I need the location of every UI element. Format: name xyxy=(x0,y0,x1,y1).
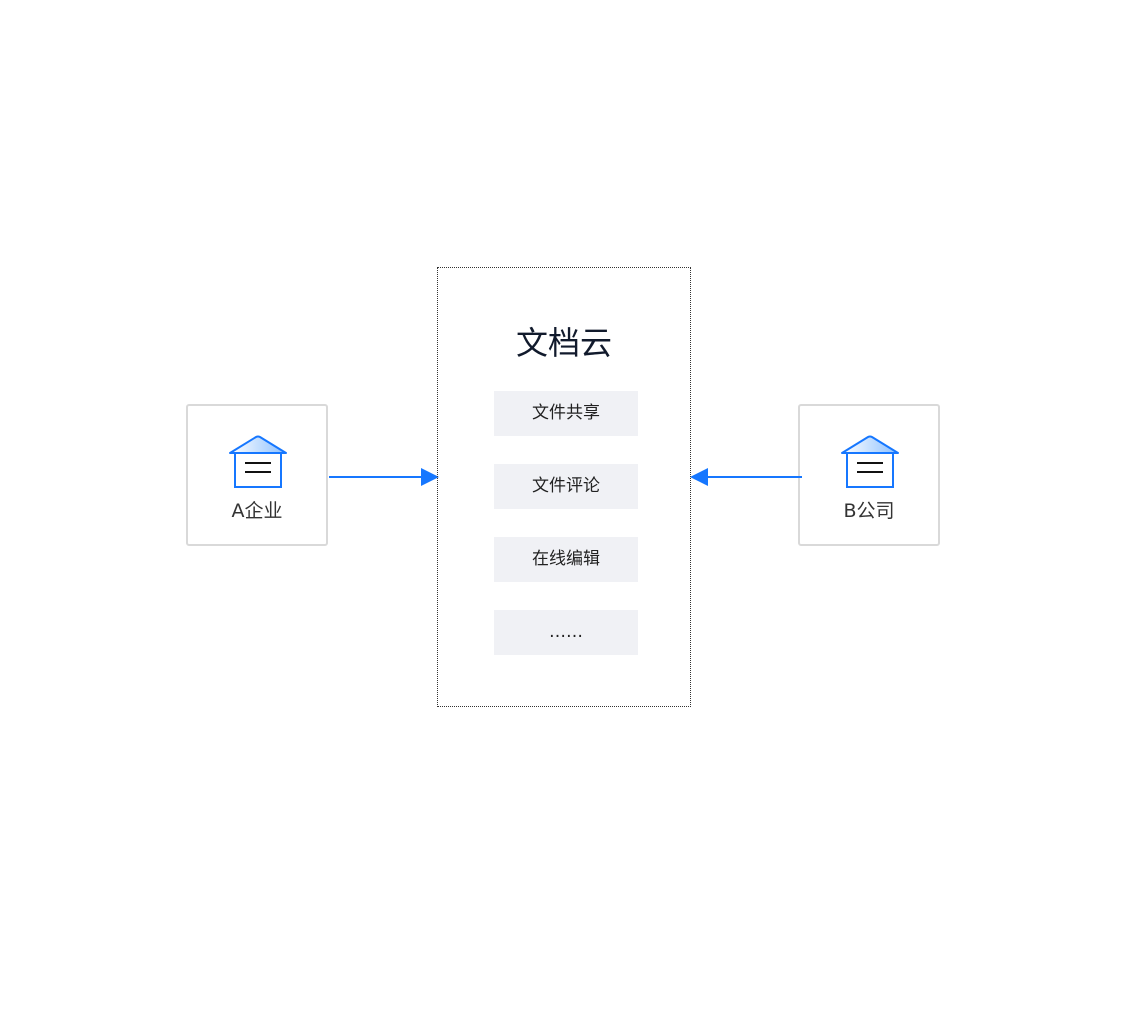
node-b-company: B公司 xyxy=(798,404,940,546)
document-cloud-container: 文档云 文件共享 文件评论 在线编辑 …… xyxy=(437,267,691,707)
arrow-right xyxy=(329,468,439,486)
building-icon xyxy=(229,435,287,488)
node-a-enterprise: A企业 xyxy=(186,404,328,546)
node-label: B公司 xyxy=(843,500,895,522)
feature-online-editing: 在线编辑 xyxy=(494,537,638,582)
building-icon xyxy=(841,435,899,488)
feature-more: …… xyxy=(494,610,638,655)
feature-file-comments: 文件评论 xyxy=(494,464,638,509)
node-label: A企业 xyxy=(231,500,283,522)
feature-file-sharing: 文件共享 xyxy=(494,391,638,436)
cloud-title: 文档云 xyxy=(515,324,612,362)
arrow-left xyxy=(690,468,802,486)
